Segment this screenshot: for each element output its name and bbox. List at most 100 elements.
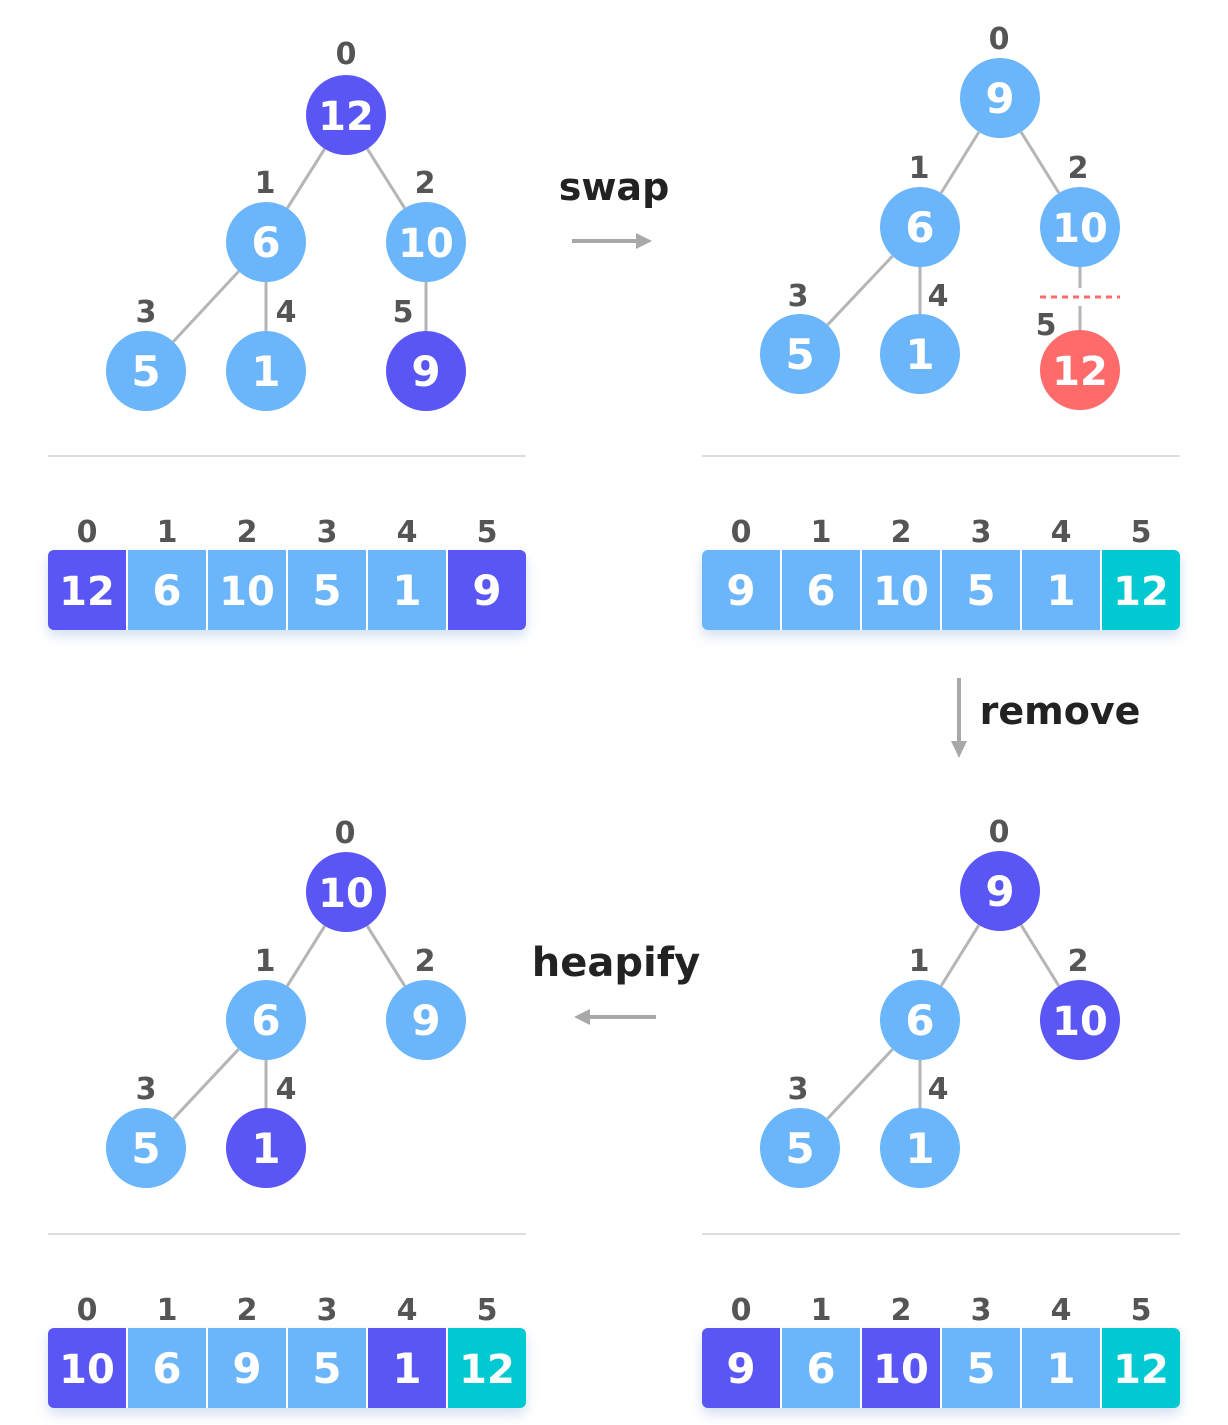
- tree-node-circle: [760, 314, 840, 394]
- array-cell-bg-fill: [722, 1328, 780, 1408]
- swap-arrow: [572, 233, 652, 249]
- tree-node-value: 1: [251, 1124, 280, 1173]
- tree-node-circle: [386, 202, 466, 282]
- array-cell-index: 1: [157, 515, 178, 550]
- array-cell-value: 10: [219, 569, 275, 615]
- array-cell-bg: [782, 550, 860, 630]
- tree-node-index: 0: [989, 815, 1010, 850]
- array-cell-value: 12: [459, 1347, 515, 1393]
- tree-node-value: 9: [985, 867, 1014, 916]
- tree-node-circle: [226, 202, 306, 282]
- tree-node-circle: [106, 1108, 186, 1188]
- array-cell-bg: [128, 1328, 206, 1408]
- tree-node-value: 10: [318, 871, 374, 917]
- tree-node-index: 3: [788, 1072, 809, 1107]
- array-cell: 61: [128, 1293, 206, 1408]
- array-cell-index: 2: [891, 515, 912, 550]
- tree-node-circle: [960, 58, 1040, 138]
- array-cell: 14: [1022, 515, 1100, 630]
- tree-node-circle: [1040, 330, 1120, 410]
- tree-node: 5: [760, 314, 840, 394]
- tree-node-circle: [1040, 187, 1120, 267]
- array-cell-bg: [288, 1328, 366, 1408]
- array-cell-index: 5: [477, 1293, 498, 1328]
- array-cell-bg: [862, 550, 940, 630]
- swap-label: swap: [559, 165, 670, 209]
- array-cell: 14: [1022, 1293, 1100, 1408]
- tree-node-index: 2: [415, 944, 436, 979]
- tree-node-index: 1: [909, 151, 930, 186]
- array-cell-bg: [782, 1328, 860, 1408]
- array-cell: 125: [1102, 1293, 1180, 1408]
- tree-edge: [939, 924, 981, 987]
- tree-node: 5: [760, 1108, 840, 1188]
- tree-node-circle: [880, 980, 960, 1060]
- tree-node-circle: [880, 187, 960, 267]
- tree-node-index: 0: [335, 816, 356, 851]
- array-cell-value: 6: [152, 566, 181, 615]
- tree-node-circle: [226, 331, 306, 411]
- array-cell-value: 5: [312, 1344, 341, 1393]
- array-cell: 61: [782, 515, 860, 630]
- tree-edge: [172, 270, 240, 343]
- array-cell-bg: [128, 550, 206, 630]
- tree-edge: [286, 148, 326, 209]
- array-cell-index: 1: [811, 515, 832, 550]
- tree-node-circle: [880, 314, 960, 394]
- array-cell-index: 3: [317, 1293, 338, 1328]
- array-cell-index: 0: [731, 515, 752, 550]
- array-cell: 92: [208, 1293, 286, 1408]
- array-cell-bg: [208, 550, 286, 630]
- tree-node-value: 10: [1052, 206, 1108, 252]
- tree-node-circle: [960, 851, 1040, 931]
- array-cell: 14: [368, 1293, 446, 1408]
- tree-node: 6: [226, 202, 306, 282]
- array-cell-value: 1: [1046, 566, 1075, 615]
- array-cell-bg: [942, 550, 1020, 630]
- tree-edges: [172, 925, 407, 1120]
- tree-node: 10: [1040, 187, 1120, 267]
- array-cell: 53: [288, 1293, 366, 1408]
- array-cell-index: 1: [811, 1293, 832, 1328]
- tree-node-index: 2: [1068, 151, 1089, 186]
- array-cell-index: 0: [731, 1293, 752, 1328]
- array-cell-bg-fill: [448, 1328, 506, 1408]
- tree-node-index: 4: [928, 279, 949, 314]
- remove-arrow: [951, 678, 967, 758]
- array-cell: 100: [48, 1293, 126, 1408]
- tree-node-value: 1: [251, 347, 280, 396]
- tree-node-value: 5: [131, 347, 160, 396]
- tree-node-value: 12: [318, 94, 374, 140]
- array-cell-value: 10: [873, 569, 929, 615]
- tree-node: 6: [880, 187, 960, 267]
- tree-node-index: 1: [255, 944, 276, 979]
- tree-node: 5: [106, 1108, 186, 1188]
- array-cell: 120: [48, 515, 126, 630]
- tree-node-circle: [306, 852, 386, 932]
- remove-label: remove: [980, 689, 1141, 733]
- array-cell-index: 2: [237, 515, 258, 550]
- tree-node-value: 10: [1052, 999, 1108, 1045]
- tree-node: 1: [880, 314, 960, 394]
- tree-node-circle: [226, 1108, 306, 1188]
- tree-node-circle: [880, 1108, 960, 1188]
- array-cell: 102: [862, 1293, 940, 1408]
- tree-node: 12: [306, 75, 386, 155]
- array-cell-value: 9: [726, 566, 755, 615]
- array-cell-index: 2: [237, 1293, 258, 1328]
- array-cell-value: 9: [232, 1344, 261, 1393]
- array-cell-index: 2: [891, 1293, 912, 1328]
- tree-node-index: 0: [989, 22, 1010, 57]
- panels: 1206110253149512061102531495906110253141…: [48, 22, 1180, 1408]
- tree-node: 10: [1040, 980, 1120, 1060]
- tree-node: 9: [960, 58, 1040, 138]
- array-cell-bg-fill: [722, 550, 780, 630]
- array-cell-index: 4: [397, 515, 418, 550]
- tree-node-index: 3: [136, 1072, 157, 1107]
- tree-node-index: 5: [393, 295, 414, 330]
- tree-node-index: 4: [276, 1072, 297, 1107]
